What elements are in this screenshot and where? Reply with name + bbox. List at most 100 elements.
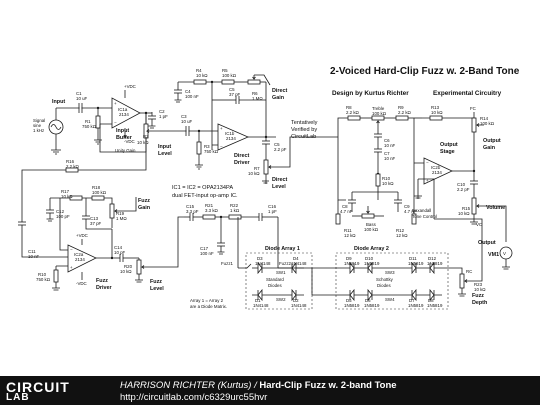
svg-text:+VDC: +VDC <box>124 84 136 89</box>
volume-label: Volume <box>486 205 505 211</box>
svg-text:−: − <box>426 160 429 165</box>
svg-text:1N5819: 1N5819 <box>364 261 380 266</box>
treble-pot[interactable]: Treble 100 kΩ <box>360 106 396 126</box>
svg-text:R61 MΩ: R61 MΩ <box>252 91 263 101</box>
svg-text:D9: D9 <box>346 256 352 261</box>
svg-text:1N4148: 1N4148 <box>291 303 307 308</box>
opamp-note: IC1 = IC2 = OPA2134PA dual FET-input op-… <box>172 185 238 199</box>
svg-text:D10: D10 <box>365 256 374 261</box>
circuit-url-link[interactable]: http://circuitlab.com/c6329urc55hvr <box>120 392 268 403</box>
voltmeter-vm1: V VM1 <box>488 246 513 270</box>
bass-pot[interactable]: Bass 100 kΩ <box>352 206 384 232</box>
output-label: Output <box>478 240 496 246</box>
svg-text:R92.2 kΩ: R92.2 kΩ <box>398 105 412 115</box>
svg-text:1N5819: 1N5819 <box>408 261 424 266</box>
svg-text:D1: D1 <box>255 298 261 303</box>
schematic-canvas: 2-Voiced Hard-Clip Fuzz w. 2-Band Tone D… <box>18 66 520 310</box>
svg-text:1N5819: 1N5819 <box>344 303 360 308</box>
svg-text:D6: D6 <box>365 298 371 303</box>
svg-text:+: + <box>220 126 223 131</box>
footer-bar: CIRCUIT LAB HARRISON RICHTER (Kurtus) / … <box>0 376 540 405</box>
project-name: Hard-Clip Fuzz w. 2-band Tone <box>259 380 397 391</box>
svg-text:1N5819: 1N5819 <box>364 303 380 308</box>
svg-text:100 kΩ: 100 kΩ <box>364 227 379 232</box>
svg-text:D2: D2 <box>293 298 299 303</box>
svg-text:100 kΩ: 100 kΩ <box>372 111 387 116</box>
svg-text:1N5819: 1N5819 <box>408 303 424 308</box>
circuitlab-logo[interactable]: CIRCUIT LAB <box>6 379 70 403</box>
svg-text:C84.7 nF: C84.7 nF <box>340 204 353 214</box>
svg-text:C94.7 nF: C94.7 nF <box>404 204 417 214</box>
array-note: Array 1 = Array 2 are a Diode Matrix. <box>190 298 227 309</box>
fuzz2-label: Fuzz2 <box>279 261 292 266</box>
svg-text:+: + <box>70 265 73 270</box>
diode-array1-label: Diode Array 1 <box>265 246 300 252</box>
footer-credit: HARRISON RICHTER (Kurtus) / Hard-Clip Fu… <box>120 380 397 391</box>
diode-array2-schottky: D9 1N5819 D10 1N5819 D11 1N5819 D12 1N58… <box>342 256 443 308</box>
svg-text:FC: FC <box>470 106 476 111</box>
schematic-title: 2-Voiced Hard-Clip Fuzz w. 2-Band Tone <box>330 66 520 77</box>
svg-text:C21 pF: C21 pF <box>159 109 168 119</box>
svg-text:+VDC: +VDC <box>76 233 88 238</box>
svg-text:R82.2 kΩ: R82.2 kΩ <box>346 105 360 115</box>
svg-text:D11: D11 <box>409 256 417 261</box>
svg-text:D7: D7 <box>409 298 415 303</box>
